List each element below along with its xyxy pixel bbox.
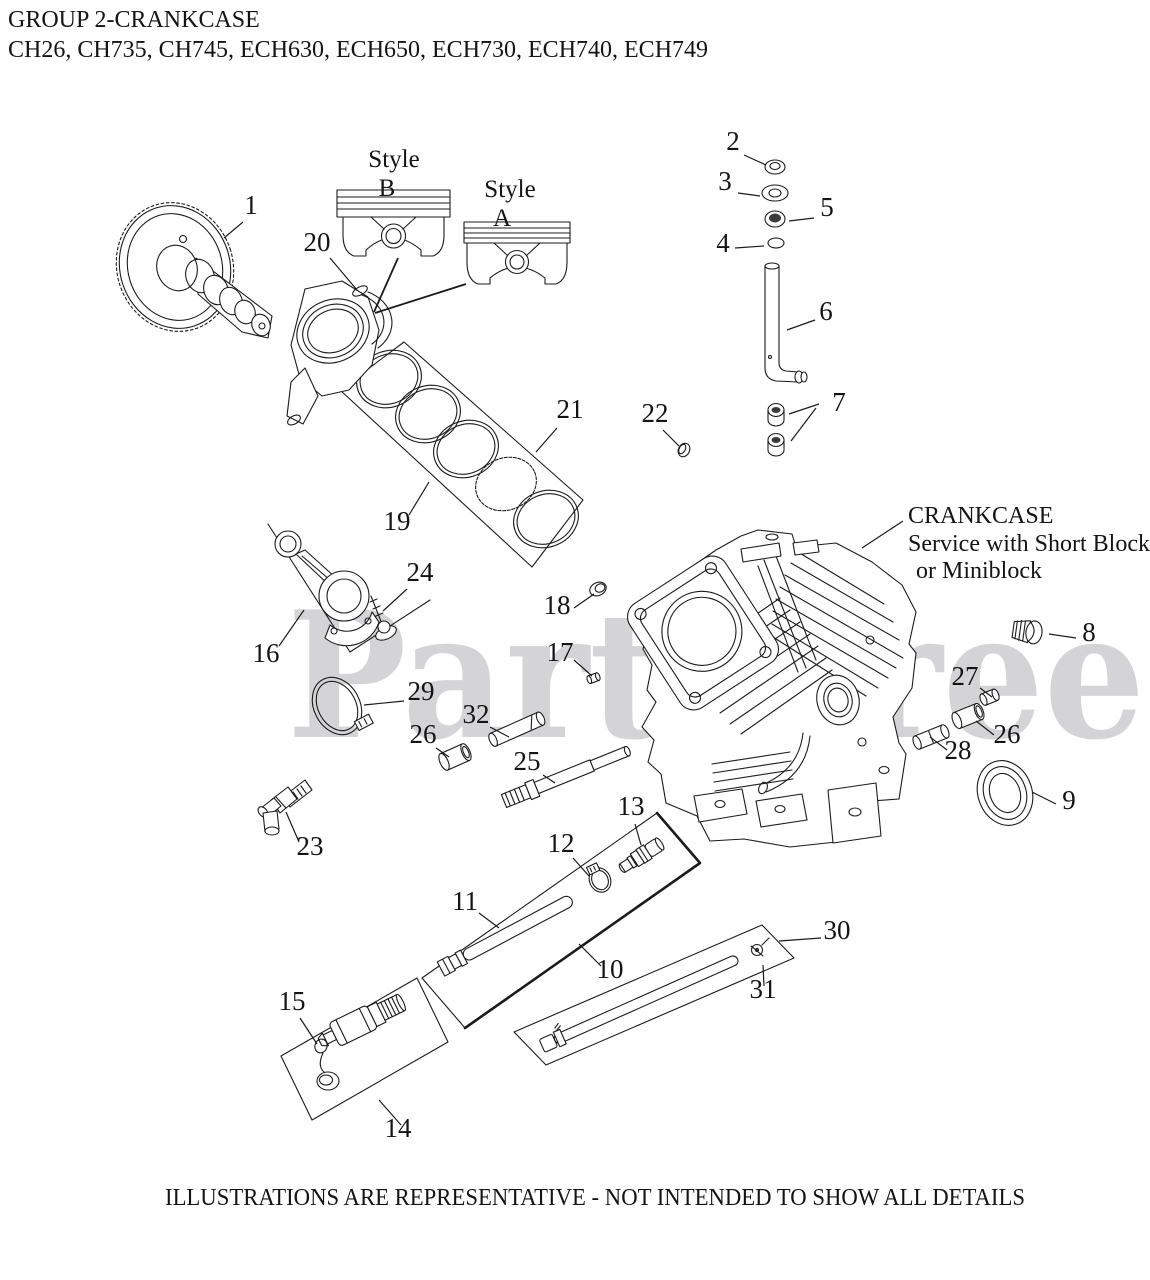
callout-10: 10 xyxy=(597,954,624,984)
page-title: GROUP 2-CRANKCASE xyxy=(8,7,260,33)
connecting-rod-drawing xyxy=(267,523,431,653)
callout-19: 19 xyxy=(384,506,411,536)
hose-11-drawing xyxy=(436,895,573,977)
callout-25: 25 xyxy=(514,746,541,776)
callout-29: 29 xyxy=(408,676,435,706)
rod-bolt-drawing xyxy=(369,595,397,641)
callout-26-right: 26 xyxy=(994,719,1021,749)
drain-fitting-23-drawing xyxy=(257,779,313,836)
callout-6: 6 xyxy=(819,296,833,326)
style-b-label-word: Style xyxy=(368,146,419,173)
callout-26-left: 26 xyxy=(410,719,437,749)
callout-11: 11 xyxy=(452,886,478,916)
bushing-27-drawing xyxy=(979,688,1000,706)
callout-32: 32 xyxy=(463,699,490,729)
callout-1: 1 xyxy=(244,190,258,220)
oil-drain-tube-kit-box xyxy=(513,924,795,1066)
callout-23: 23 xyxy=(297,831,324,861)
crankcase-note-line1: CRANKCASE xyxy=(908,503,1053,529)
style-a-label-word: Style xyxy=(484,176,535,203)
callout-4: 4 xyxy=(716,228,730,258)
model-list: CH26, CH735, CH745, ECH630, ECH650, ECH7… xyxy=(8,37,708,63)
style-b-leader xyxy=(373,257,399,313)
clamp-12-drawing xyxy=(585,862,612,893)
bushing-26-right-drawing xyxy=(951,702,985,730)
style-a-label-letter: A xyxy=(493,205,511,232)
style-a-leader xyxy=(374,283,467,314)
callout-5: 5 xyxy=(820,192,834,222)
piston-style-b-drawing xyxy=(336,189,451,257)
callout-numbers: 1 2 3 5 4 6 7 22 20 21 19 16 24 29 18 17… xyxy=(244,126,1096,1143)
callout-15: 15 xyxy=(279,986,306,1016)
callout-9: 9 xyxy=(1062,785,1076,815)
leader-lines xyxy=(223,154,1077,1126)
dowel-18-drawing xyxy=(589,581,607,597)
callout-31: 31 xyxy=(750,974,777,1004)
drain-valve-drawing xyxy=(317,993,406,1047)
callout-18: 18 xyxy=(544,590,571,620)
callout-20: 20 xyxy=(304,227,331,257)
callout-24: 24 xyxy=(407,557,435,587)
callout-16: 16 xyxy=(253,638,280,668)
callout-2: 2 xyxy=(726,126,740,156)
fitting-13-drawing xyxy=(618,837,665,873)
drain-cap-15-drawing xyxy=(314,1038,340,1091)
hose-clamp-29-drawing xyxy=(311,676,374,736)
piston-rod-assembly-drawing xyxy=(286,280,393,426)
crankcase-note-line3: or Miniblock xyxy=(916,558,1042,584)
crankcase-drawing xyxy=(627,529,917,848)
crankcase-note-line2: Service with Short Block xyxy=(908,531,1150,557)
tube-28-drawing xyxy=(912,724,950,750)
callout-8: 8 xyxy=(1082,617,1096,647)
footer-disclaimer: ILLUSTRATIONS ARE REPRESENTATIVE - NOT I… xyxy=(165,1185,1025,1211)
callout-7: 7 xyxy=(832,387,846,417)
tube-32-drawing xyxy=(488,711,546,747)
drain-valve-kit-box xyxy=(280,977,449,1121)
breather-hose-kit-box xyxy=(421,811,702,1030)
fitting-31-drawing xyxy=(750,937,770,957)
drain-tube-drawing xyxy=(539,955,739,1053)
callout-3: 3 xyxy=(718,166,732,196)
callout-22: 22 xyxy=(642,398,669,428)
piston-style-a-drawing xyxy=(463,221,571,285)
dipstick-hardware-drawing xyxy=(677,159,808,458)
oil-sentry-tube-25-drawing xyxy=(500,745,631,809)
oil-plug-8-drawing xyxy=(1011,620,1043,645)
callout-17: 17 xyxy=(547,637,574,667)
piston-ring-set-drawing xyxy=(339,341,584,568)
callout-30: 30 xyxy=(824,915,851,945)
oil-seal-9-drawing xyxy=(976,760,1034,826)
bushing-26-left-drawing xyxy=(438,743,472,771)
camshaft-drawing xyxy=(115,202,273,339)
style-b-label-letter: B xyxy=(379,175,396,202)
callout-28: 28 xyxy=(945,735,972,765)
callout-27: 27 xyxy=(952,661,979,691)
callout-21: 21 xyxy=(557,394,584,424)
callout-14: 14 xyxy=(385,1113,413,1143)
callout-13: 13 xyxy=(618,791,645,821)
callout-12: 12 xyxy=(548,828,575,858)
